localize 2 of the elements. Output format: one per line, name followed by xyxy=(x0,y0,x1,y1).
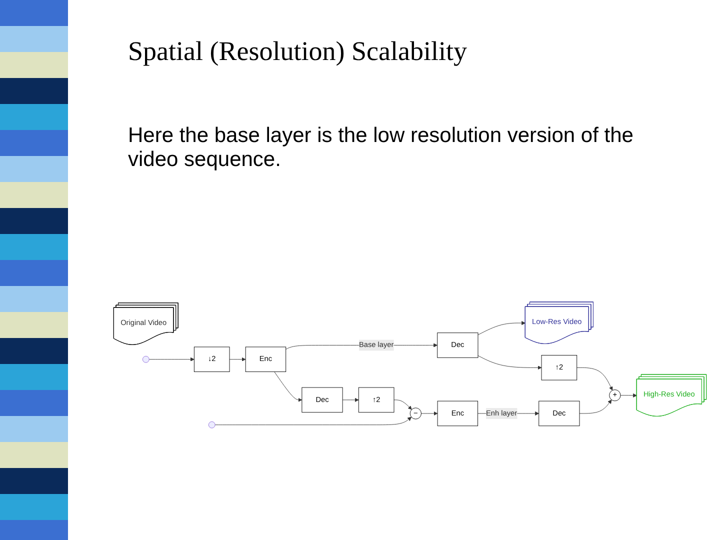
body-text: Here the base layer is the low resolution version of the video sequence. xyxy=(128,124,634,172)
title: Spatial (Resolution) Scalability xyxy=(128,36,467,67)
